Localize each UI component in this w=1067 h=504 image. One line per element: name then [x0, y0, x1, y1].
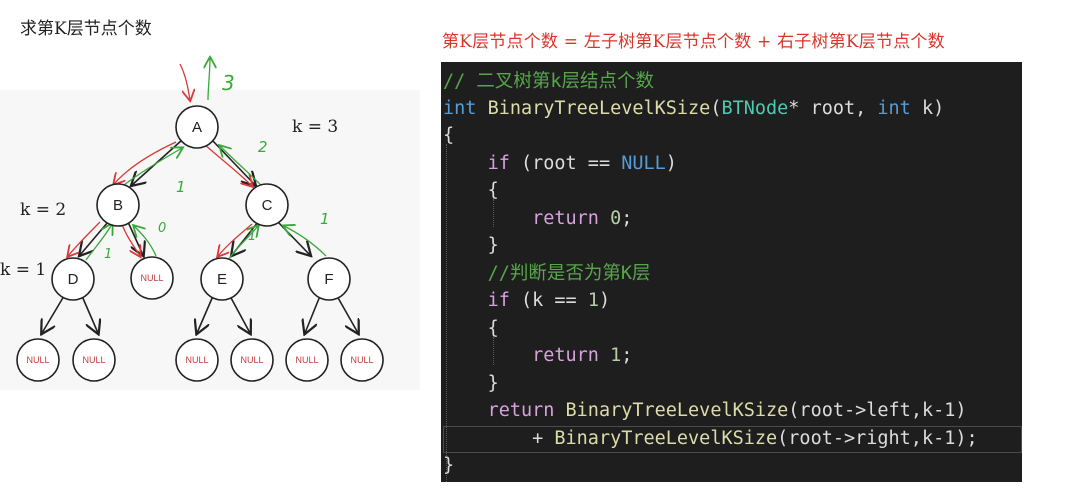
node-c-label: C: [262, 197, 273, 214]
code-line-6: return 0;: [443, 205, 632, 232]
null-label: NULL: [350, 355, 373, 365]
null-label: NULL: [185, 355, 208, 365]
null-label: NULL: [82, 355, 105, 365]
condition-k: (k ==: [509, 290, 588, 311]
code-line-13: return BinaryTreeLevelKSize(root->left,k…: [443, 397, 967, 424]
code-line-15: }: [443, 452, 454, 479]
node-e: E: [200, 257, 244, 301]
plus-operator: +: [532, 428, 555, 449]
node-a-label: A: [192, 119, 202, 136]
null-d-left: NULL: [16, 338, 60, 382]
annotation-0-null: 0: [158, 221, 166, 236]
code-editor-panel: // 二叉树第k层结点个数 int BinaryTreeLevelKSize(B…: [441, 62, 1022, 482]
null-label: NULL: [295, 355, 318, 365]
code-line-10: {: [443, 315, 499, 342]
indent-guide: [446, 144, 447, 482]
open-brace: {: [443, 125, 455, 146]
function-name: BinaryTreeLevelKSize: [487, 98, 711, 119]
return-zero: 0: [598, 208, 622, 229]
return-keyword: return: [487, 400, 555, 421]
annotation-2: 2: [258, 138, 268, 156]
code-line-4: if (root == NULL): [443, 150, 677, 177]
null-f-right: NULL: [340, 338, 384, 382]
return-type: int: [443, 98, 477, 119]
right-call-args: (root->right,k-1);: [777, 428, 978, 449]
node-d-label: D: [68, 271, 79, 288]
annotation-1-d: 1: [104, 247, 112, 262]
indent-guide: [493, 337, 494, 365]
close-brace: }: [487, 373, 499, 394]
node-c: C: [245, 183, 289, 227]
if-keyword: if: [487, 153, 510, 174]
k-label-1: k = 1: [0, 260, 46, 280]
param-k: k: [910, 98, 934, 119]
code-line-12: }: [443, 370, 499, 397]
null-d-right: NULL: [72, 338, 116, 382]
code-line-8: //判断是否为第K层: [443, 260, 651, 287]
semicolon: ;: [621, 208, 633, 229]
close-paren: ): [933, 98, 945, 119]
code-line-7: }: [443, 232, 499, 259]
code-line-2: int BinaryTreeLevelKSize(BTNode* root, i…: [443, 95, 944, 122]
recursive-call-right: BinaryTreeLevelKSize: [554, 428, 778, 449]
code-line-1: // 二叉树第k层结点个数: [443, 68, 654, 95]
code-line-11: return 1;: [443, 342, 632, 369]
condition-one: 1: [587, 290, 599, 311]
node-d: D: [51, 257, 95, 301]
return-keyword: return: [532, 208, 599, 229]
param-root: * root,: [788, 98, 878, 119]
open-paren: (: [710, 98, 722, 119]
comment-title: // 二叉树第k层结点个数: [443, 71, 655, 92]
left-title: 求第K层节点个数: [20, 19, 152, 39]
formula-text: 第K层节点个数 = 左子树第K层节点个数 + 右子树第K层节点个数: [442, 32, 945, 52]
if-keyword: if: [487, 290, 510, 311]
null-f-left: NULL: [285, 338, 329, 382]
node-f-label: F: [324, 271, 333, 288]
param-type-int: int: [877, 98, 911, 119]
node-f: F: [307, 257, 351, 301]
k-label-2: k = 2: [20, 200, 66, 220]
code-line-9: if (k == 1): [443, 287, 611, 314]
null-e-left: NULL: [175, 338, 219, 382]
current-line-highlight: [443, 426, 1022, 453]
semicolon: ;: [621, 345, 633, 366]
binary-tree-diagram: 3 2 1 1 0 1 1 A B C D NULL E F NULL NULL: [0, 50, 420, 390]
code-line-3: {: [443, 122, 454, 149]
null-b-right: NULL: [130, 256, 174, 300]
return-keyword: return: [532, 345, 599, 366]
param-type-btnode: BTNode: [721, 98, 789, 119]
condition-root: (root ==: [509, 153, 622, 174]
null-label: NULL: [240, 355, 263, 365]
code-line-14: + BinaryTreeLevelKSize(root->right,k-1);: [443, 425, 978, 452]
null-keyword: NULL: [621, 153, 666, 174]
annotation-1-e: 1: [248, 229, 256, 244]
annotation-1-f: 1: [320, 210, 330, 228]
k-label-3: k = 3: [292, 117, 338, 137]
close-brace: }: [487, 235, 499, 256]
return-one: 1: [598, 345, 622, 366]
node-b-label: B: [113, 197, 123, 214]
null-label: NULL: [26, 355, 49, 365]
close-brace: }: [443, 455, 455, 476]
node-e-label: E: [217, 271, 227, 288]
space: [554, 400, 565, 421]
recursive-call-left: BinaryTreeLevelKSize: [565, 400, 789, 421]
open-brace: {: [487, 180, 499, 201]
left-call-args: (root->left,k-1): [788, 400, 967, 421]
condition-close: ): [598, 290, 611, 311]
null-label: NULL: [140, 273, 163, 283]
node-b: B: [96, 183, 140, 227]
node-a: A: [175, 105, 219, 149]
annotation-3: 3: [222, 71, 235, 95]
null-e-right: NULL: [230, 338, 274, 382]
annotation-1-b: 1: [176, 178, 186, 196]
open-brace: {: [487, 318, 499, 339]
condition-close: ): [665, 153, 677, 174]
code-line-5: {: [443, 177, 499, 204]
indent-guide: [493, 199, 494, 227]
comment-check-level: //判断是否为第K层: [487, 263, 651, 284]
